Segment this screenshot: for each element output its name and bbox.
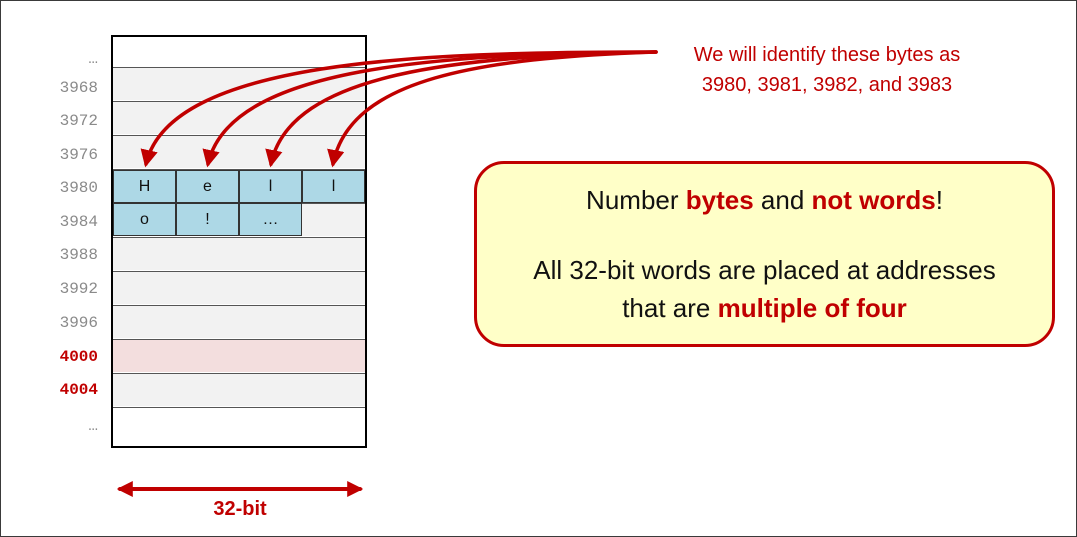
byte-cell-3985: ! (176, 203, 239, 236)
memory-row-3972 (113, 101, 365, 134)
address-label-4000: 4000 (59, 348, 98, 366)
memory-row-3992 (113, 271, 365, 304)
byte-numbering-note: We will identify these bytes as 3980, 39… (612, 40, 1042, 100)
memory-row-4000 (113, 339, 365, 372)
byte-cell-3984: o (113, 203, 176, 236)
address-label-3968: 3968 (59, 79, 98, 97)
callout-text: ! (935, 185, 943, 215)
memory-row-3988 (113, 237, 365, 270)
note-line-2: 3980, 3981, 3982, and 3983 (701, 74, 953, 96)
callout-spacer (477, 219, 1052, 251)
byte-cell-3983: l (302, 170, 365, 203)
arrow-to-byte-3983 (327, 50, 658, 168)
address-label-3972: 3972 (59, 112, 98, 130)
address-label-3996: 3996 (59, 314, 98, 332)
address-label-4004: 4004 (59, 381, 98, 399)
address-label-3976: 3976 (59, 146, 98, 164)
address-label-ellipsis-bottom: … (88, 417, 98, 435)
callout-emphasis-bytes: bytes (685, 185, 754, 215)
address-label-3984: 3984 (59, 213, 98, 231)
callout-line-1: Number bytes and not words! (477, 181, 1052, 219)
callout-text: that are (622, 293, 718, 323)
memory-row-divider (113, 407, 365, 408)
address-label-3988: 3988 (59, 246, 98, 264)
callout-box: Number bytes and not words! All 32-bit w… (474, 161, 1055, 347)
callout-emphasis-multiple-of-four: multiple of four (717, 293, 907, 323)
byte-cell-3980: H (113, 170, 176, 203)
callout-line-3: that are multiple of four (477, 289, 1052, 327)
callout-emphasis-not-words: not words (811, 185, 936, 215)
arrow-to-byte-3980 (140, 50, 658, 168)
callout-line-2: All 32-bit words are placed at addresses (533, 255, 996, 285)
callout-text: and (753, 185, 812, 215)
callout-text: Number (586, 185, 686, 215)
address-label-3992: 3992 (59, 280, 98, 298)
address-label-3980: 3980 (59, 179, 98, 197)
memory-row-3968 (113, 67, 365, 100)
byte-cell-3982: l (239, 170, 302, 203)
byte-cell-3981: e (176, 170, 239, 203)
address-label-ellipsis-top: … (88, 50, 98, 68)
memory-row-3996 (113, 305, 365, 338)
word-width-label: 32-bit (213, 498, 267, 520)
memory-row-4004 (113, 373, 365, 406)
note-line-1: We will identify these bytes as (693, 44, 961, 66)
byte-cell-3986: … (239, 203, 302, 236)
